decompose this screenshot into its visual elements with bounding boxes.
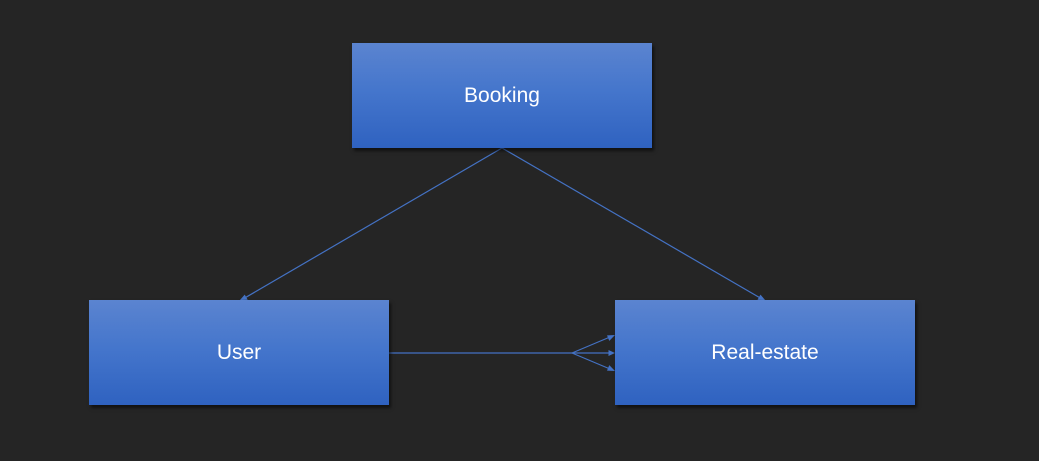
crowfoot-prong-bottom (571, 352, 611, 370)
entity-user-label: User (216, 340, 262, 364)
entity-real-estate-label: Real-estate (711, 340, 819, 364)
entity-booking[interactable]: Booking (352, 43, 652, 148)
entity-booking-label: Booking (464, 83, 540, 107)
arrowhead-realestate (757, 294, 765, 300)
connector-booking-user (240, 147, 503, 300)
connector-line (242, 147, 503, 300)
arrowhead-user (240, 294, 248, 300)
arrowhead-prong-middle (608, 350, 615, 356)
arrowhead-prong-bottom (607, 365, 615, 371)
entity-user[interactable]: User (89, 300, 389, 405)
connector-booking-realestate (501, 147, 765, 300)
arrowhead-prong-top (607, 335, 615, 341)
entity-real-estate[interactable]: Real-estate (615, 300, 915, 405)
connector-user-realestate (389, 335, 615, 371)
crowfoot-prong-top (571, 336, 611, 354)
connector-line (501, 147, 763, 300)
